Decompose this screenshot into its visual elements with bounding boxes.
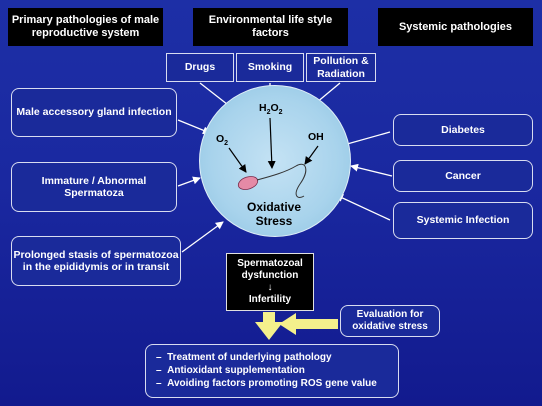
o2-arrow (228, 147, 247, 173)
cancer-arrow (350, 163, 393, 177)
left-box-gland-infection: Male accessory gland infection (11, 88, 177, 137)
right-box-cancer: Cancer (393, 160, 533, 192)
stasis-arrow (181, 221, 224, 253)
outcome-dysfunction: Spermatozoal dysfunction (237, 258, 303, 281)
outcome-box: Spermatozoal dysfunction ↓ Infertility (226, 253, 314, 311)
outcome-down-arrow: ↓ (267, 282, 273, 293)
outcome-infertility: Infertility (248, 294, 292, 305)
right-box-systemic-infection: Systemic Infection (393, 202, 533, 239)
header-environmental-factors: Environmental life style factors (193, 8, 348, 46)
treatment-item: – Antioxidant supplementation (156, 365, 305, 376)
oxidative-stress-title: Oxidative Stress (246, 200, 302, 228)
evaluation-box: Evaluation for oxidative stress (340, 305, 440, 337)
sperm-cell-icon (237, 163, 307, 198)
env-factor-smoking: Smoking (236, 53, 304, 82)
treatment-item: – Treatment of underlying pathology (156, 352, 332, 363)
header-systemic-pathologies: Systemic pathologies (378, 8, 533, 46)
o2-label: O2 (216, 133, 229, 148)
h2o2-label: H2O2 (259, 102, 283, 117)
h2o2-arrow (267, 117, 276, 169)
env-factor-drugs: Drugs (166, 53, 234, 82)
header-primary-pathologies: Primary pathologies of male reproductive… (8, 8, 163, 46)
env-factor-pollution: Pollution & Radiation (306, 53, 376, 82)
treatment-item: – Avoiding factors promoting ROS gene va… (156, 378, 377, 389)
systemic-infection-arrow (335, 194, 391, 221)
oh-arrow (304, 145, 319, 165)
left-box-abnormal-spermatoza: Immature / Abnormal Spermatoza (11, 162, 177, 212)
oh-label: OH (308, 131, 324, 143)
evaluation-arrow (279, 313, 338, 335)
treatment-box: – Treatment of underlying pathology – An… (145, 344, 399, 398)
left-box-prolonged-stasis: Prolonged stasis of spermatozoa in the e… (11, 236, 181, 286)
abnormal-spermatoza-arrow (177, 176, 201, 187)
infertility-down-arrow (255, 312, 283, 340)
right-box-diabetes: Diabetes (393, 114, 533, 146)
